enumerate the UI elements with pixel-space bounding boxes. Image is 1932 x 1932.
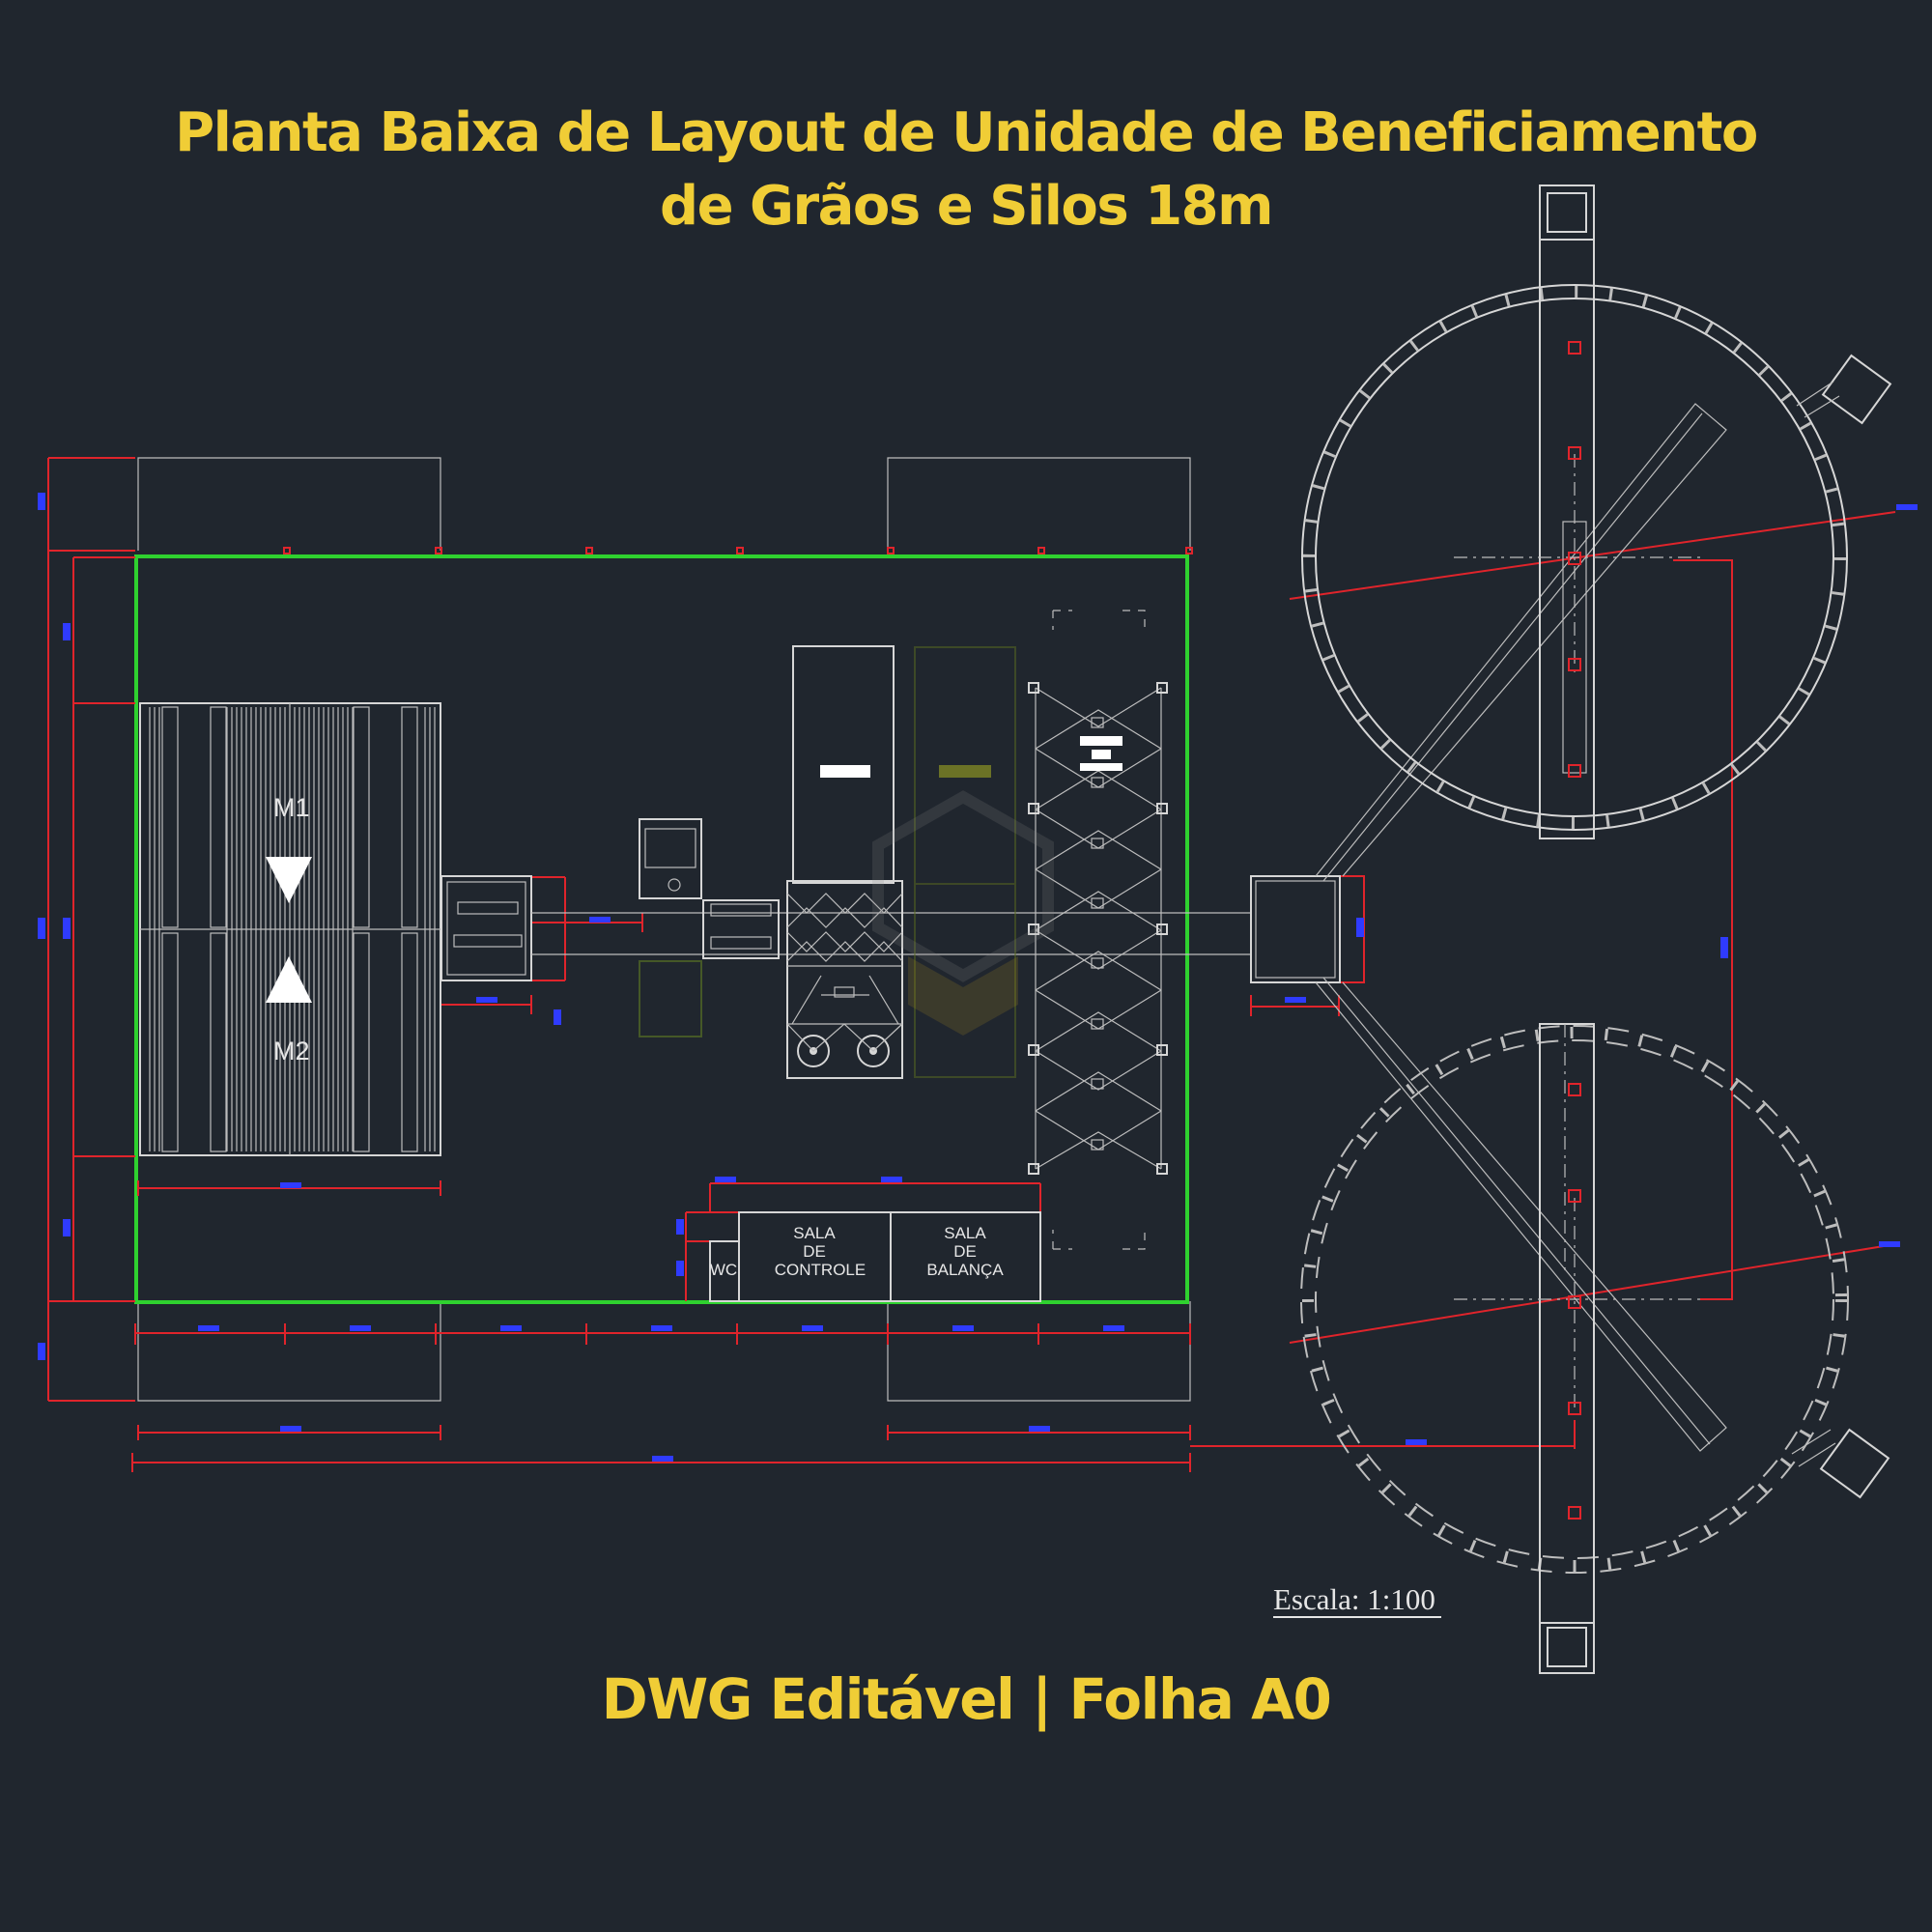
scale-label: Escala: 1:100 — [1273, 1582, 1441, 1618]
silo-top — [1301, 185, 1892, 839]
scale-text: Escala: 1:100 — [1273, 1582, 1435, 1616]
building-outline — [134, 554, 1189, 1304]
silo-conveyors — [1315, 403, 1727, 1452]
arrow-up-icon — [266, 956, 312, 1003]
conveyor-equipment — [440, 646, 1251, 1078]
annex-blocks — [137, 457, 1191, 1402]
dimension-text-marks — [38, 493, 1918, 1462]
label-sala-balanca-3: BALANÇA — [926, 1261, 1004, 1279]
elevator-tower — [1028, 610, 1168, 1250]
label-sala-balanca-1: SALA — [944, 1224, 986, 1242]
transfer-tower — [1250, 875, 1341, 983]
label-sala-balanca-2: DE — [953, 1242, 977, 1261]
dryer-machine — [786, 645, 903, 1079]
storage-bins: M1 M2 — [139, 702, 441, 1156]
page-title: Planta Baixa de Layout de Unidade de Ben… — [0, 97, 1932, 243]
watermark-logo — [872, 790, 1054, 1036]
rooms: WC SALA DE CONTROLE SALA DE BALANÇA — [709, 1211, 1041, 1302]
label-m2: M2 — [273, 1037, 310, 1065]
title-line-2: de Grãos e Silos 18m — [659, 175, 1274, 238]
label-sala-controle-3: CONTROLE — [775, 1261, 866, 1279]
dimension-lines — [47, 457, 1896, 1472]
equipment-icon — [1080, 736, 1122, 771]
title-line-1: Planta Baixa de Layout de Unidade de Ben… — [175, 101, 1758, 164]
arrow-down-icon — [266, 857, 312, 903]
silo-bottom — [1300, 1023, 1890, 1674]
label-m1: M1 — [273, 793, 310, 822]
wall-markers — [283, 547, 1193, 554]
label-sala-controle-2: DE — [803, 1242, 826, 1261]
footer-caption: DWG Editável | Folha A0 — [601, 1666, 1332, 1732]
label-sala-controle-1: SALA — [793, 1224, 836, 1242]
label-wc: WC — [710, 1261, 737, 1279]
